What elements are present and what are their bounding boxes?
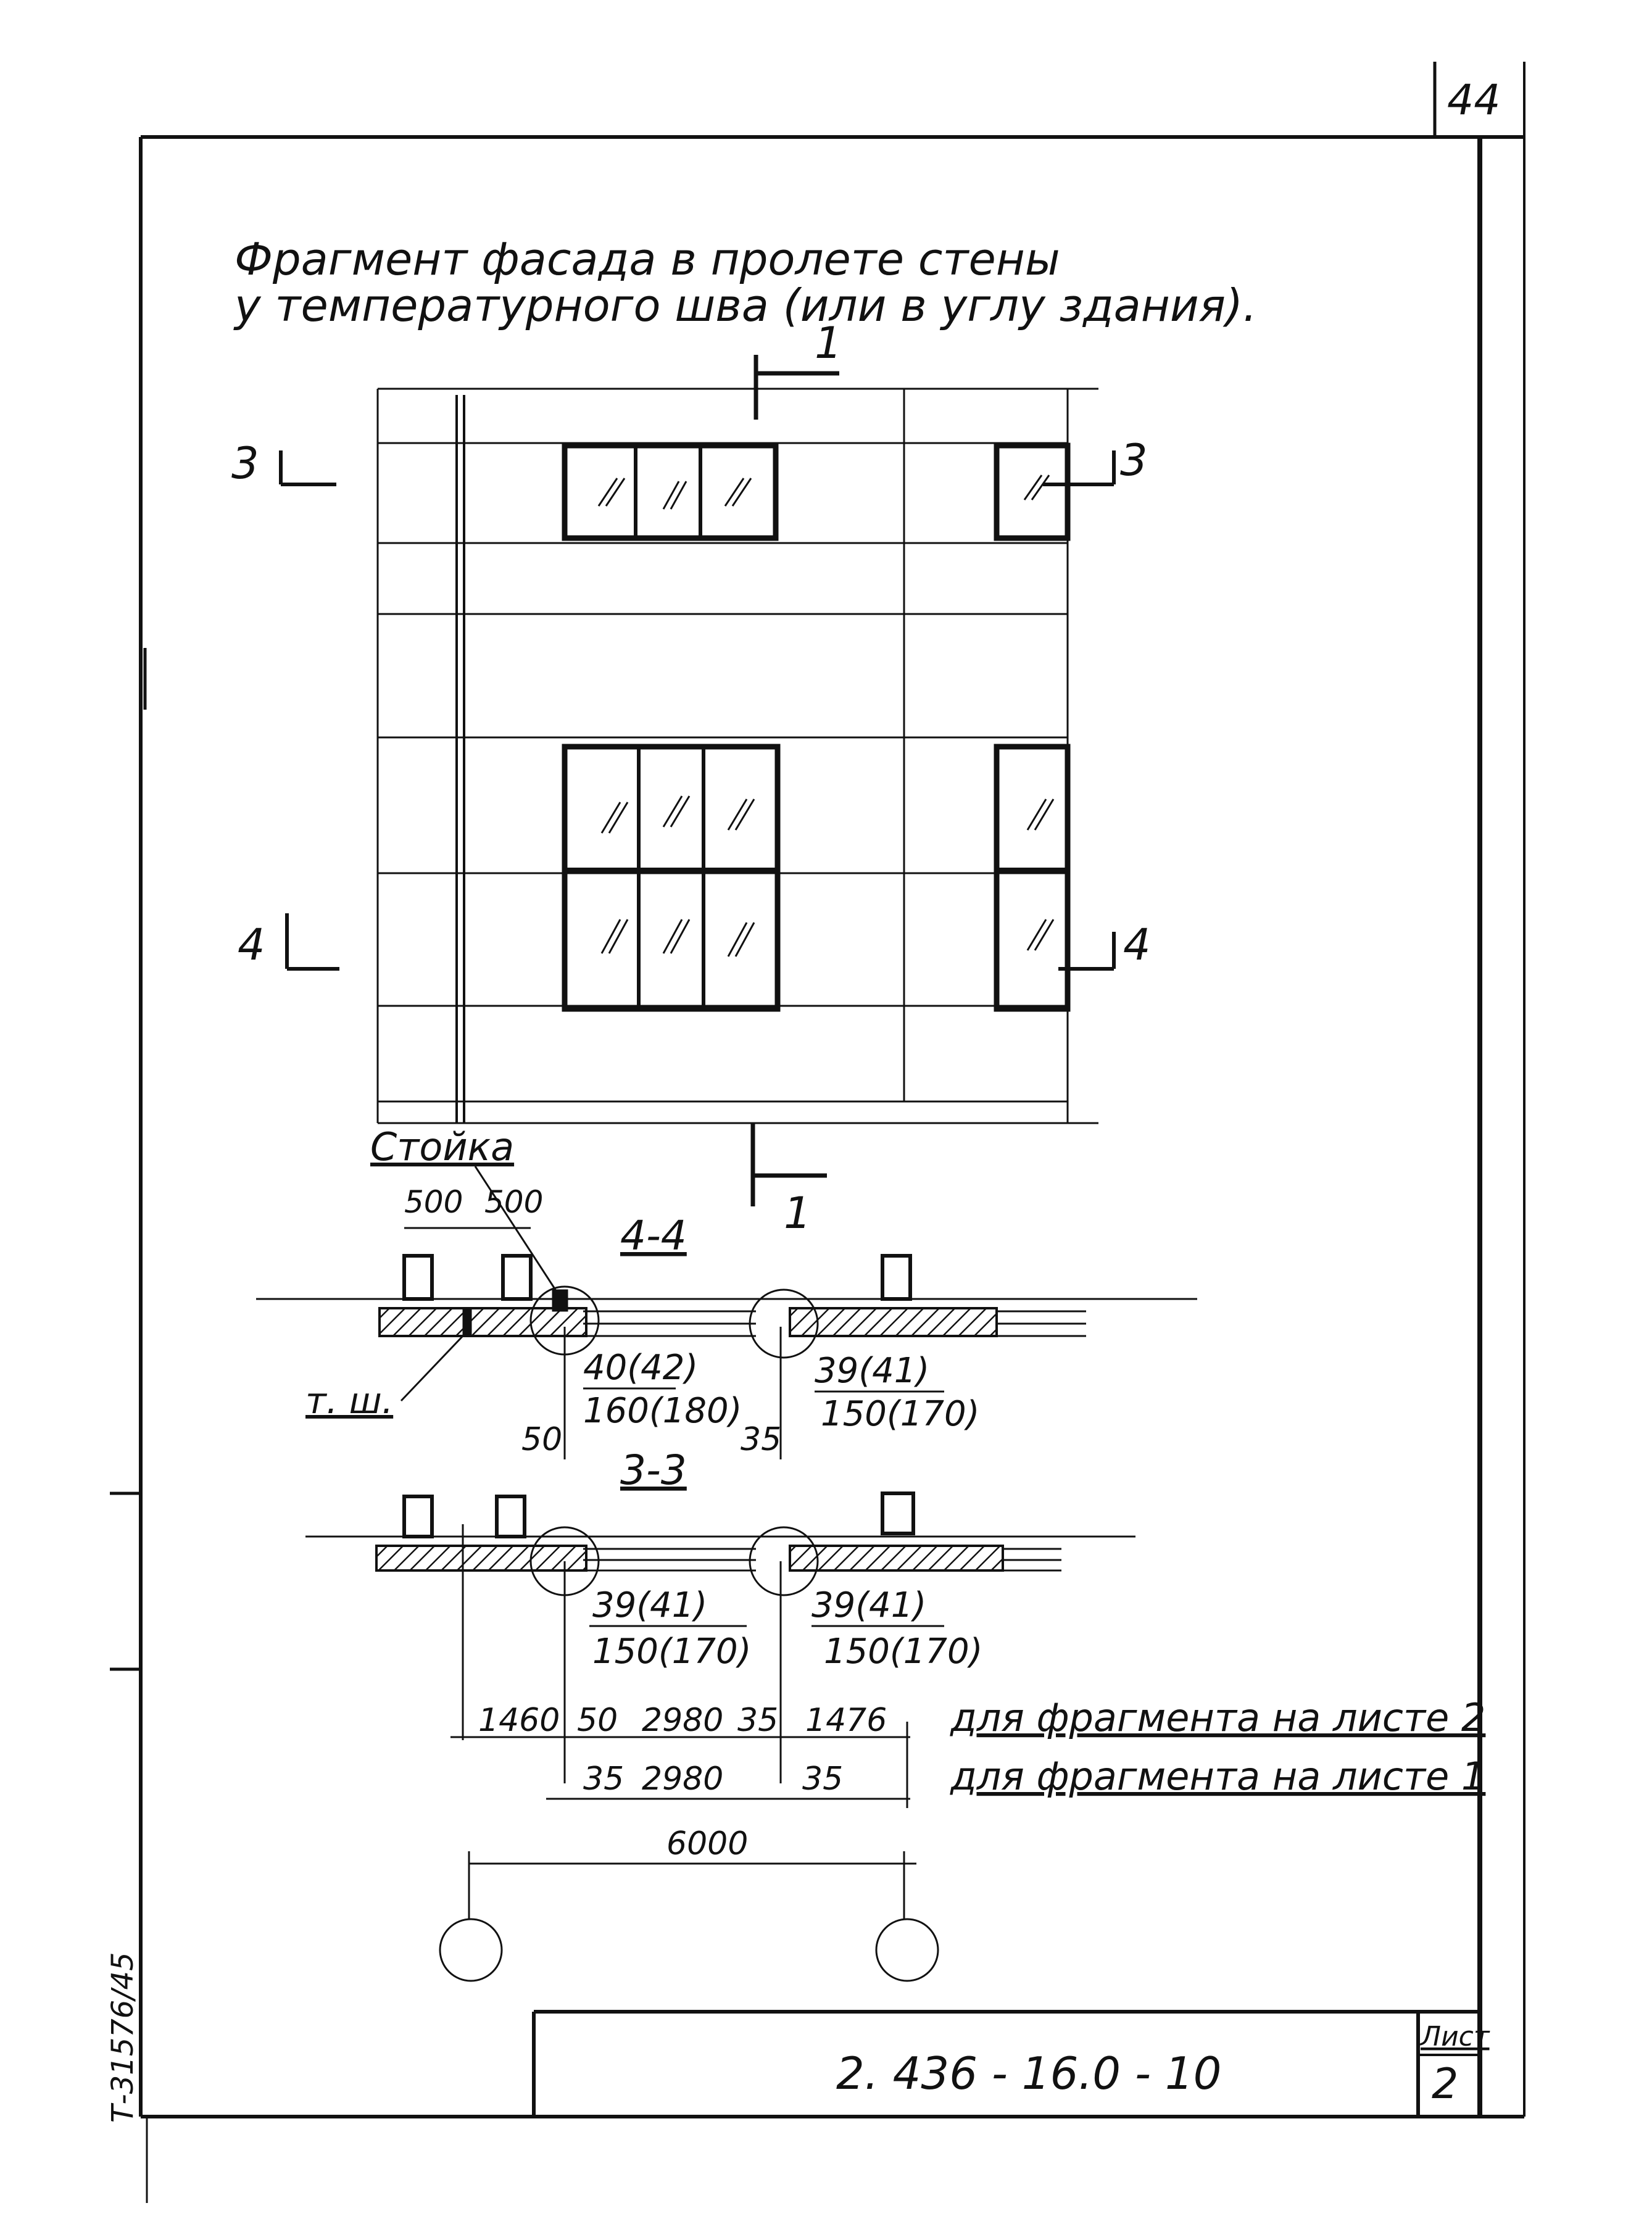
section-mark-3-left-label: 3 <box>231 438 259 489</box>
section-4-4-plan <box>256 1254 1197 1459</box>
window-lower-left <box>562 744 781 1012</box>
s33-left-top: 39(41) <box>592 1585 707 1625</box>
s44-right-bottom: 150(170) <box>821 1394 979 1434</box>
dim-500-b: 500 <box>484 1184 543 1220</box>
section-mark-3-left <box>279 450 336 486</box>
dimension-lines <box>450 1722 916 1919</box>
dim-row1-c: 2980 <box>642 1702 723 1739</box>
label-temp-joint: т. ш. <box>305 1380 393 1422</box>
section-mark-1-top-label: 1 <box>815 318 842 368</box>
dim-row1-e: 1476 <box>805 1702 887 1739</box>
section-3-3-plan <box>305 1491 1135 1783</box>
label-stoika: Стойка <box>370 1124 514 1169</box>
s33-right-top: 39(41) <box>811 1585 926 1625</box>
drawing-title-line2: у температурного шва (или в углу здания)… <box>233 280 1257 331</box>
title-block-list-label: Лист <box>1419 2021 1490 2052</box>
note-row2: для фрагмента на листе 1 <box>950 1754 1485 1799</box>
section-mark-4-right-label: 4 <box>1123 919 1151 970</box>
section-mark-1-bottom <box>750 1123 827 1206</box>
s33-right-bottom: 150(170) <box>824 1632 982 1672</box>
dim-500-a: 500 <box>404 1184 463 1220</box>
section-mark-3-right <box>1043 450 1116 486</box>
window-upper-right <box>994 442 1071 541</box>
section-3-3-title: 3-3 <box>620 1446 687 1494</box>
window-lower-right <box>994 744 1071 1012</box>
s33-left-bottom: 150(170) <box>592 1632 751 1672</box>
title-block-code: 2. 436 - 16.0 - 10 <box>836 2047 1221 2099</box>
window-upper-left <box>562 442 779 541</box>
section-4-4-title: 4-4 <box>620 1212 687 1259</box>
section-mark-4-left-label: 4 <box>238 919 265 970</box>
dim-row2-a: 35 <box>583 1761 624 1798</box>
section-mark-1-top <box>753 355 839 420</box>
s44-right-top: 39(41) <box>815 1351 929 1391</box>
s44-left-bottom: 160(180) <box>583 1391 742 1431</box>
axis-bubble-right <box>875 1918 939 1982</box>
drawing-title-line1: Фрагмент фасада в пролете стены <box>235 233 1060 285</box>
section-mark-1-bottom-label: 1 <box>784 1188 811 1238</box>
dim-total: 6000 <box>666 1825 748 1862</box>
section-mark-3-right-label: 3 <box>1120 435 1148 486</box>
dim-50-s44: 50 <box>521 1421 562 1458</box>
dim-row2-b: 2980 <box>642 1761 723 1798</box>
section-mark-4-right <box>1058 932 1116 971</box>
title-block-list-number: 2 <box>1432 2060 1458 2109</box>
dim-row1-d: 35 <box>737 1702 778 1739</box>
note-row1: для фрагмента на листе 2 <box>950 1695 1485 1740</box>
dim-row1-a: 1460 <box>478 1702 560 1739</box>
dim-row2-c: 35 <box>802 1761 843 1798</box>
section-mark-4-left <box>285 913 339 971</box>
s44-left-top: 40(42) <box>583 1348 698 1388</box>
dim-35-s44: 35 <box>741 1421 781 1458</box>
sheet-number-top: 44 <box>1447 76 1501 125</box>
title-block <box>532 2010 1480 2117</box>
side-stamp: Т-31576/45 <box>106 1952 140 2123</box>
axis-bubble-left <box>439 1918 503 1982</box>
dim-row1-b: 50 <box>577 1702 618 1739</box>
sheet-frame <box>110 62 1525 2203</box>
